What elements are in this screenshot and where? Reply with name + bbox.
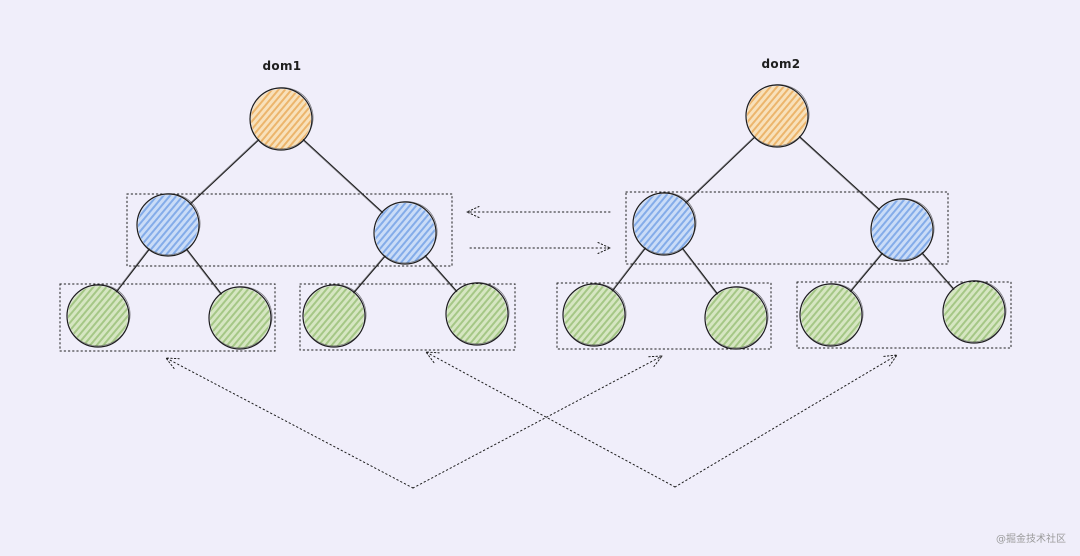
- dom1-edge-child-1-leaf-2-sketch: [186, 250, 222, 296]
- dom1-child-node-1-fill: [138, 195, 198, 255]
- dom1-leaf-node-2-fill: [210, 288, 270, 348]
- dom2-leaf-node-4-fill: [944, 282, 1004, 342]
- dom2-edge-root-child-1-stroke: [683, 135, 757, 206]
- dom2-leaf-node-1: [562, 283, 627, 347]
- dom2-edge-child-1-leaf-1: [610, 246, 647, 294]
- dom2-edge-root-child-1: [683, 135, 757, 206]
- dom2-leaf-node-2-fill: [706, 288, 766, 348]
- dom1-child-node-2-fill: [375, 203, 435, 263]
- dom2-child-node-1-sketch: [632, 192, 697, 255]
- dom1-edges: [114, 138, 459, 297]
- dom1-child-node-1-sketch: [136, 193, 201, 256]
- dom1-edge-root-child-2-stroke: [301, 138, 385, 215]
- arrow-cross-to-dom2-right-leaves: [674, 355, 897, 488]
- dom1-root-node-sketch: [249, 87, 314, 150]
- dom2-edge-root-child-2: [797, 134, 882, 212]
- dom1-edge-child-1-leaf-2-stroke: [185, 247, 224, 297]
- comparison-arrows: [166, 212, 897, 489]
- dom1-child-node-2: [373, 201, 438, 265]
- dom1-edge-child-1-leaf-1-stroke: [114, 247, 151, 295]
- dom2-leaf-node-3-fill: [801, 285, 861, 345]
- dom2-edge-child-1-leaf-1-sketch: [610, 248, 645, 292]
- dom1-leaf-node-4: [445, 282, 510, 346]
- dom2-level2-group-box: [625, 191, 949, 265]
- dom2-root-node-sketch: [745, 84, 810, 147]
- dom2-edge-child-1-leaf-2-stroke: [681, 246, 720, 297]
- watermark: @掘金技术社区: [996, 532, 1066, 545]
- dom2-child-node-1-fill: [634, 194, 694, 254]
- tree-label-dom1: dom1: [263, 59, 302, 73]
- dom1-leaf-node-1-fill: [68, 286, 128, 346]
- dom2-edge-root-child-2-sketch: [799, 137, 881, 212]
- trees-layer: [66, 84, 1007, 350]
- dom2-edge-child-2-leaf-3: [848, 251, 884, 295]
- dom1-edge-child-1-leaf-2: [185, 247, 224, 297]
- dom1-leaf-node-4-sketch: [445, 282, 510, 345]
- dom2-leaf-node-1-sketch: [562, 283, 627, 346]
- dom2-leaf-node-4-sketch: [942, 280, 1007, 343]
- dom1-edge-child-2-leaf-3-stroke: [351, 254, 387, 296]
- dom2-child-node-2-sketch: [870, 198, 935, 261]
- dom1-leaf-node-2: [208, 286, 273, 350]
- dom2-leaf-node-2: [704, 286, 769, 350]
- dom1-root-node: [249, 87, 314, 151]
- dom1-edge-child-2-leaf-4-sketch: [425, 257, 458, 294]
- dom2-edge-root-child-1-sketch: [683, 137, 754, 204]
- dom2-leaf-node-4: [942, 280, 1007, 344]
- dom2-edge-child-2-leaf-4-sketch: [922, 254, 955, 292]
- dom2-child-node-2: [870, 198, 935, 262]
- dom1-leaf-node-3-sketch: [302, 284, 367, 347]
- dom1-edge-child-2-leaf-4-stroke: [423, 254, 459, 294]
- tree-dom1: [66, 87, 510, 350]
- dom1-edge-child-2-leaf-3: [351, 254, 387, 296]
- dom2-leaf-node-3: [799, 283, 864, 347]
- dom2-edge-child-1-leaf-2: [681, 246, 720, 297]
- dom2-edge-root-child-2-stroke: [797, 134, 882, 212]
- dom2-nodes: [562, 84, 1007, 350]
- dom2-leaf-node-3-sketch: [799, 283, 864, 346]
- dom2-child-node-2-fill: [872, 200, 932, 260]
- dom1-leaf-node-2-sketch: [208, 286, 273, 349]
- tree-label-dom2: dom2: [762, 57, 801, 71]
- dom1-edge-root-child-1-sketch: [188, 139, 258, 205]
- dom1-edge-child-2-leaf-4: [423, 254, 459, 294]
- dom1-edge-root-child-1-stroke: [187, 138, 261, 207]
- dom2-root-node-fill: [747, 86, 807, 146]
- dom1-child-node-1: [136, 193, 201, 257]
- dom2-root-node: [745, 84, 810, 148]
- dom2-edge-child-2-leaf-4: [920, 251, 957, 292]
- dom1-level3-left-group-box: [59, 283, 276, 352]
- dom2-edges: [610, 134, 957, 297]
- dom1-edge-child-2-leaf-3-sketch: [351, 256, 384, 294]
- arrow-cross-to-dom1-right-leaves: [426, 352, 676, 488]
- dom1-edge-child-1-leaf-1: [114, 247, 151, 295]
- dom1-edge-root-child-2: [301, 138, 385, 215]
- arrow-cross-to-dom1-left-leaves: [166, 358, 414, 489]
- dom2-child-node-1: [632, 192, 697, 256]
- dom2-edge-child-1-leaf-2-sketch: [682, 249, 719, 296]
- dom1-child-node-2-sketch: [373, 201, 438, 264]
- dom1-leaf-node-3: [302, 284, 367, 348]
- dom1-edge-child-1-leaf-1-sketch: [114, 249, 149, 293]
- arrow-cross-to-dom2-left-leaves: [412, 356, 662, 489]
- dom2-leaf-node-2-sketch: [704, 286, 769, 349]
- dom2-edge-child-2-leaf-4-stroke: [920, 251, 957, 292]
- tree-dom2: [562, 84, 1007, 350]
- dom2-edge-child-1-leaf-1-stroke: [610, 246, 647, 294]
- dom1-level3-right-group-box: [299, 283, 516, 351]
- dom1-nodes: [66, 87, 510, 350]
- dom1-edge-root-child-1: [187, 138, 261, 207]
- dom1-leaf-node-3-fill: [304, 286, 364, 346]
- dom1-edge-root-child-2-sketch: [303, 140, 384, 215]
- dom2-edge-child-2-leaf-3-stroke: [848, 251, 884, 295]
- dom1-leaf-node-4-fill: [447, 284, 507, 344]
- dom1-root-node-fill: [251, 89, 311, 149]
- dom1-leaf-node-1-sketch: [66, 284, 131, 347]
- dom1-level2-group-box: [126, 193, 453, 267]
- dom2-leaf-node-1-fill: [564, 285, 624, 345]
- dom1-leaf-node-1: [66, 284, 131, 348]
- dom2-edge-child-2-leaf-3-sketch: [848, 253, 882, 293]
